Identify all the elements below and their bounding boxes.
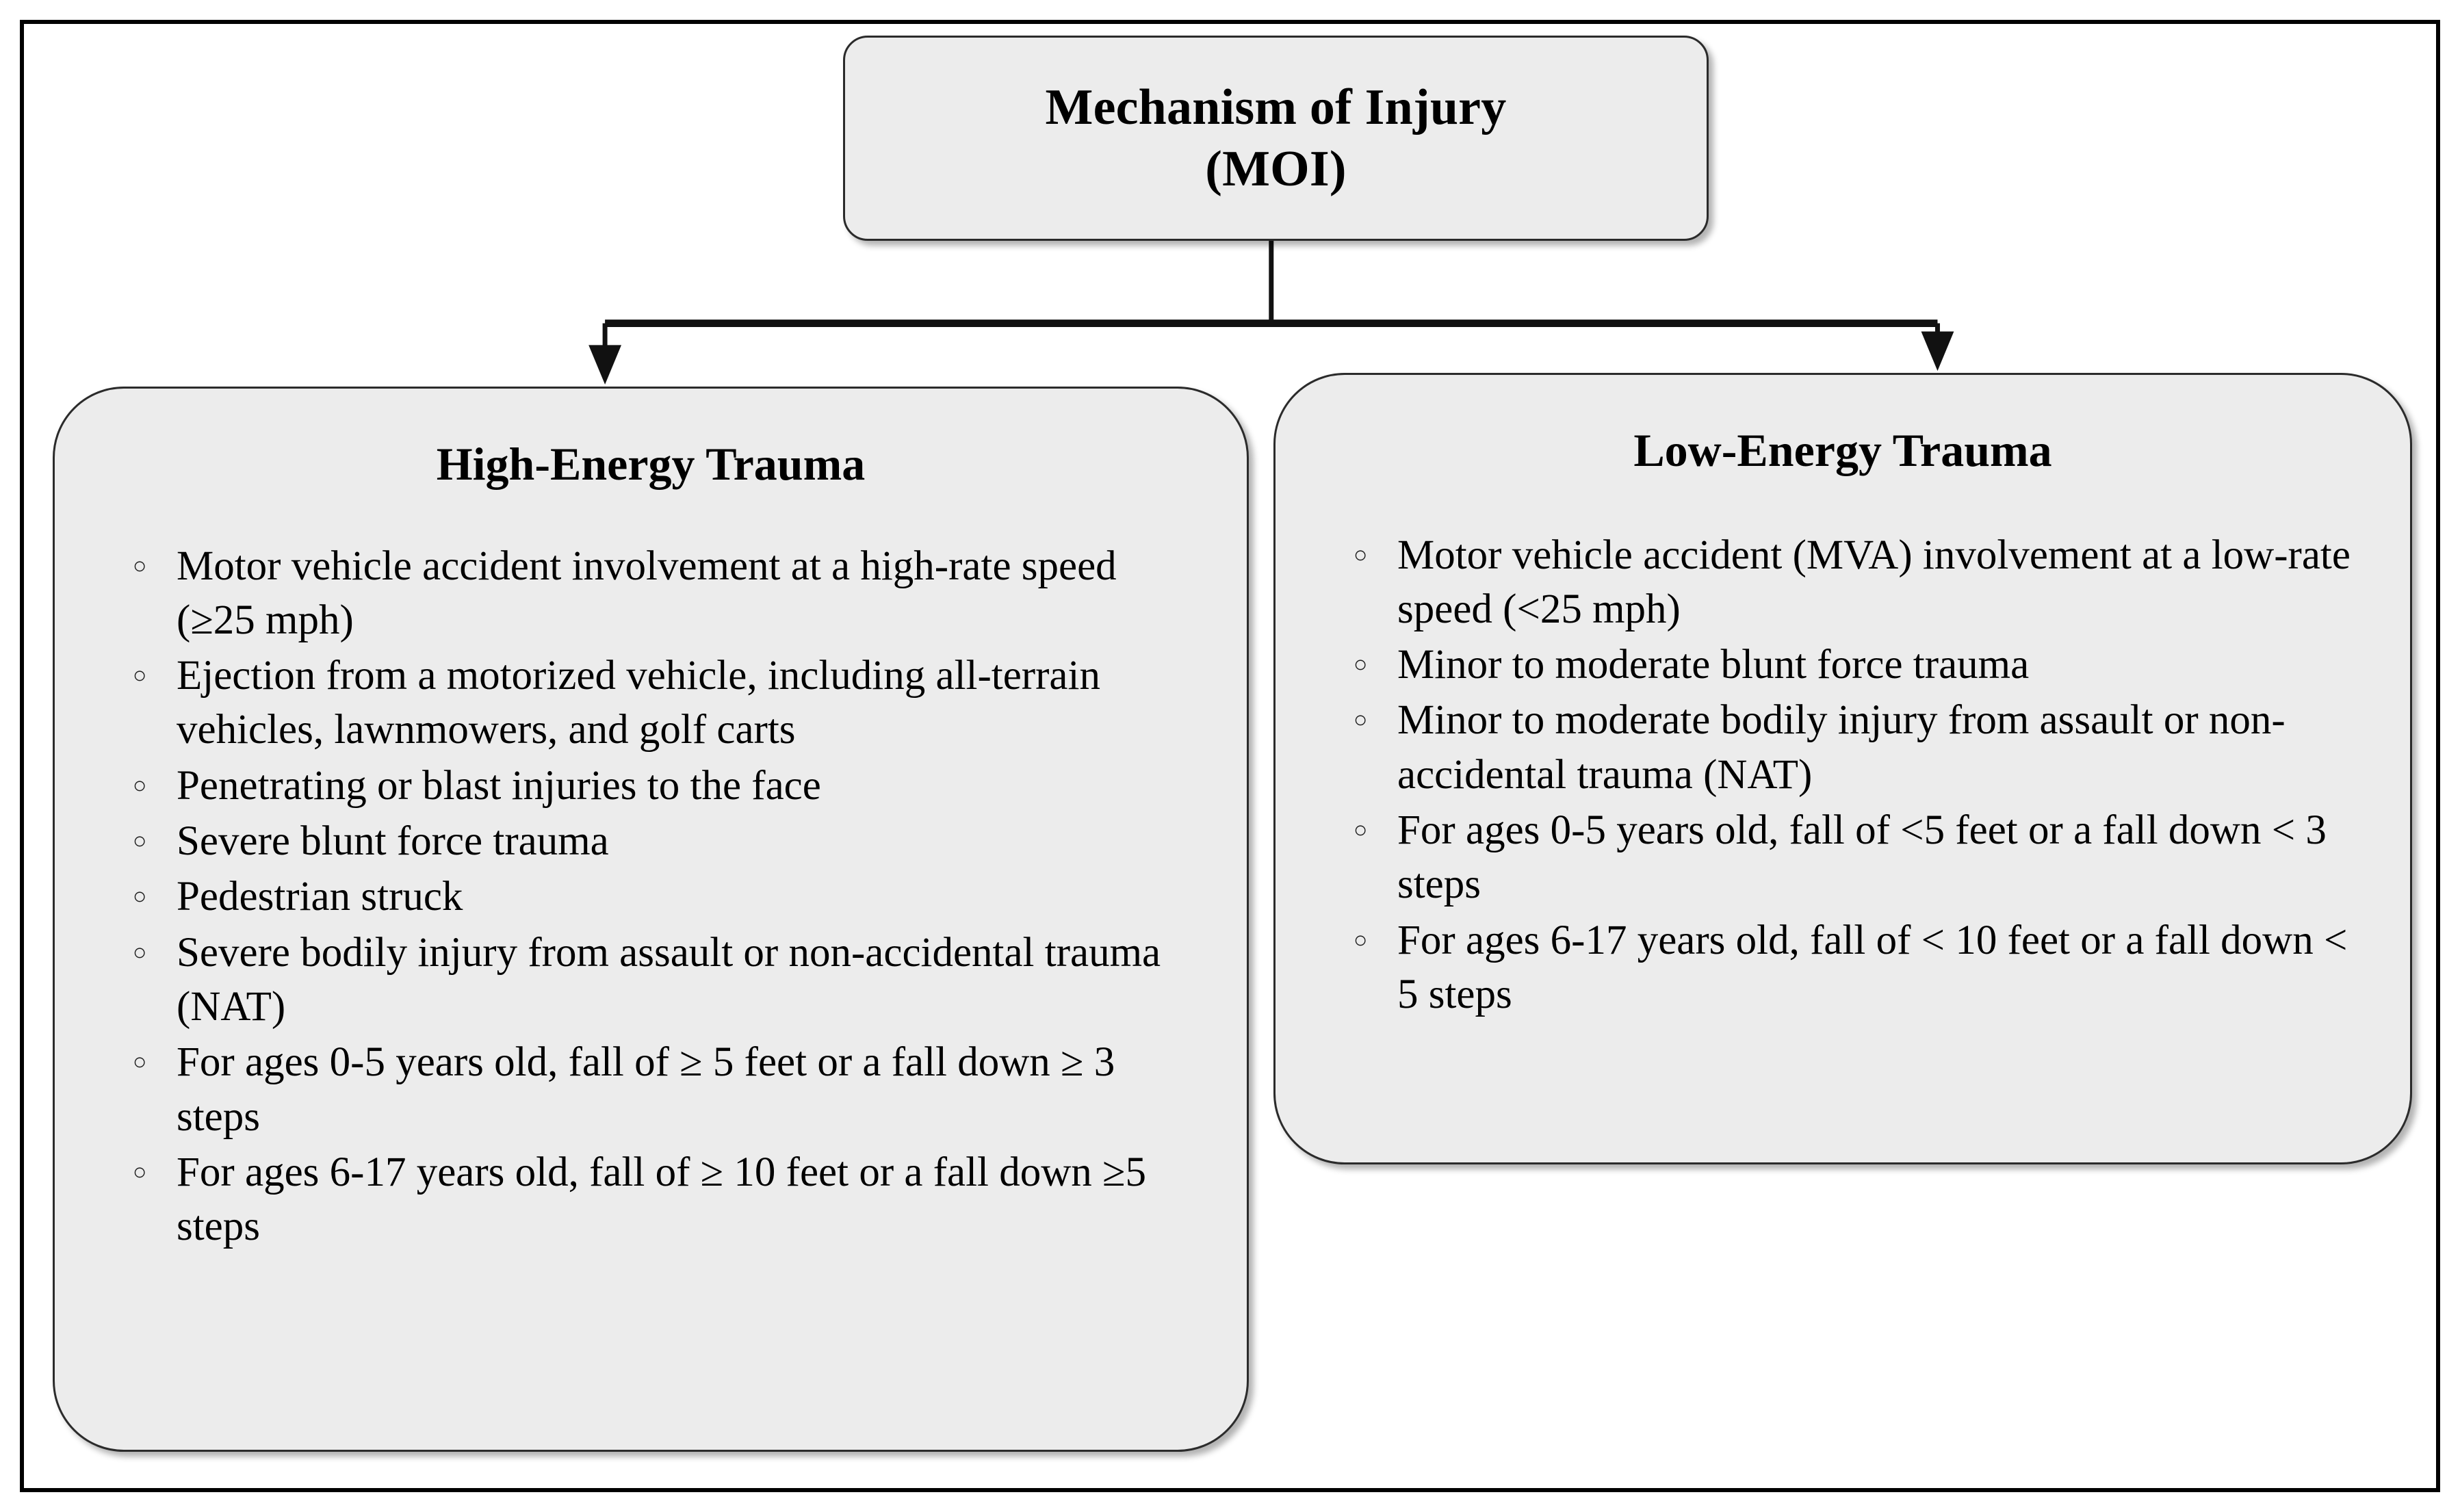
list-item-text: Ejection from a motorized vehicle, inclu… [177, 653, 1100, 753]
list-item-text: Motor vehicle accident involvement at a … [177, 543, 1117, 643]
list-item: ○ For ages 0-5 years old, fall of <5 fee… [1349, 803, 2355, 912]
list-item: ○ Motor vehicle accident involvement at … [129, 539, 1180, 648]
arrowhead-left-icon [588, 345, 622, 385]
list-item: ○ Ejection from a motorized vehicle, inc… [129, 649, 1180, 757]
list-item: ○ Motor vehicle accident (MVA) involveme… [1349, 528, 2355, 637]
bullet-circle-icon: ○ [1354, 927, 1368, 953]
bullet-circle-icon: ○ [133, 829, 147, 855]
bullet-circle-icon: ○ [133, 1050, 147, 1076]
figure-outer-frame: Mechanism of Injury (MOI) High-Energy Tr… [20, 20, 2440, 1492]
list-item-text: For ages 0-5 years old, fall of ≥ 5 feet… [177, 1039, 1115, 1140]
list-item: ○ For ages 6-17 years old, fall of < 10 … [1349, 913, 2355, 1022]
bullet-circle-icon: ○ [133, 939, 147, 965]
bullet-circle-icon: ○ [133, 1159, 147, 1185]
list-item: ○ Minor to moderate bodily injury from a… [1349, 693, 2355, 802]
list-item-text: Minor to moderate bodily injury from ass… [1397, 697, 2286, 798]
list-item: ○ For ages 6-17 years old, fall of ≥ 10 … [129, 1145, 1180, 1254]
list-item-text: Motor vehicle accident (MVA) involvement… [1397, 532, 2351, 632]
high-energy-bullet-list: ○ Motor vehicle accident involvement at … [82, 539, 1219, 1254]
low-energy-bullet-list: ○ Motor vehicle accident (MVA) involveme… [1303, 528, 2383, 1022]
bullet-circle-icon: ○ [1354, 652, 1368, 678]
low-energy-title: Low-Energy Trauma [1633, 424, 2052, 476]
node-mechanism-of-injury: Mechanism of Injury (MOI) [843, 36, 1709, 241]
bullet-circle-icon: ○ [1354, 818, 1368, 844]
list-item-text: Severe bodily injury from assault or non… [177, 929, 1161, 1030]
list-item-text: For ages 0-5 years old, fall of <5 feet … [1397, 807, 2327, 908]
list-item-text: Pedestrian struck [177, 874, 463, 920]
list-item: ○ Penetrating or blast injuries to the f… [129, 759, 1180, 813]
list-item: ○ Pedestrian struck [129, 870, 1180, 924]
list-item: ○ Minor to moderate blunt force trauma [1349, 638, 2355, 692]
list-item-text: For ages 6-17 years old, fall of < 10 fe… [1397, 917, 2348, 1017]
root-title: Mechanism of Injury (MOI) [1046, 77, 1507, 200]
bullet-circle-icon: ○ [1354, 542, 1368, 568]
bullet-circle-icon: ○ [1354, 707, 1368, 733]
bullet-circle-icon: ○ [133, 884, 147, 910]
list-item-text: Severe blunt force trauma [177, 818, 609, 865]
arrowhead-right-icon [1921, 331, 1954, 372]
high-energy-title: High-Energy Trauma [436, 438, 866, 490]
list-item-text: Penetrating or blast injuries to the fac… [177, 762, 821, 809]
list-item-text: For ages 6-17 years old, fall of ≥ 10 fe… [177, 1149, 1147, 1250]
list-item: ○ For ages 0-5 years old, fall of ≥ 5 fe… [129, 1035, 1180, 1144]
node-low-energy-trauma: Low-Energy Trauma ○ Motor vehicle accide… [1273, 373, 2412, 1164]
bullet-circle-icon: ○ [133, 772, 147, 798]
diagram-canvas: Mechanism of Injury (MOI) High-Energy Tr… [24, 24, 2436, 1488]
list-item-text: Minor to moderate blunt force trauma [1397, 642, 2030, 688]
root-title-line2: (MOI) [1205, 141, 1347, 197]
root-title-line1: Mechanism of Injury [1045, 79, 1507, 135]
list-item: ○ Severe blunt force trauma [129, 814, 1180, 868]
bullet-circle-icon: ○ [133, 663, 147, 689]
list-item: ○ Severe bodily injury from assault or n… [129, 926, 1180, 1034]
bullet-circle-icon: ○ [133, 553, 147, 579]
node-high-energy-trauma: High-Energy Trauma ○ Motor vehicle accid… [53, 387, 1249, 1452]
